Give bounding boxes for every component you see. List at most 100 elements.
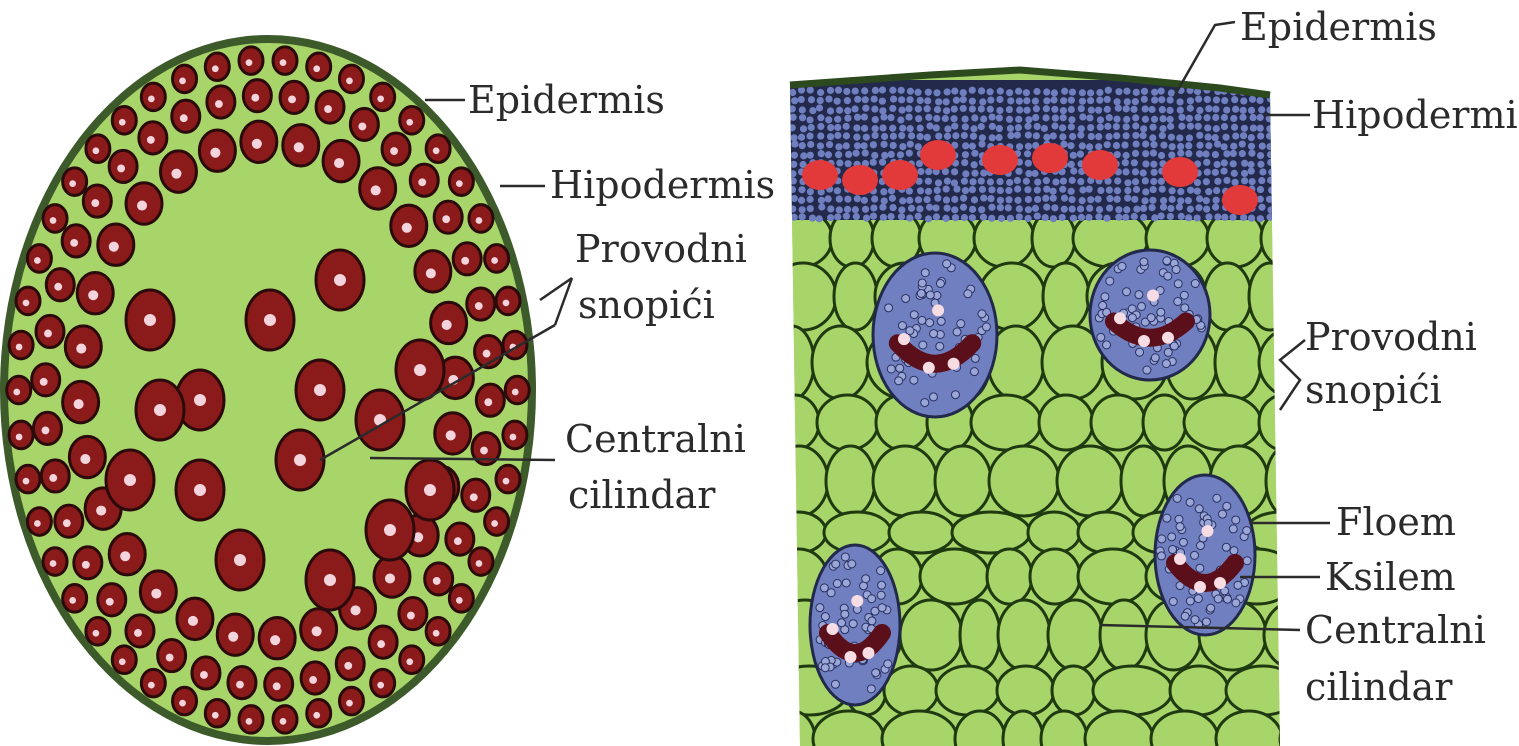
hypodermis-cell xyxy=(1014,197,1021,204)
hypodermis-cell xyxy=(1050,195,1057,202)
parenchyma-cell xyxy=(960,600,1000,670)
hypodermis-cell xyxy=(863,134,870,141)
parenchyma-cell xyxy=(812,326,869,399)
hypodermis-cell xyxy=(852,87,859,94)
hypodermis-cell xyxy=(1158,96,1165,103)
hypodermis-cell xyxy=(887,213,894,220)
hypodermis-cell xyxy=(1229,214,1236,221)
hypodermis-cell xyxy=(818,150,825,157)
phloem-cell xyxy=(1106,277,1114,285)
phloem-cell xyxy=(1169,598,1177,606)
hypodermis-cell xyxy=(1195,114,1202,121)
phloem-cell xyxy=(1157,308,1165,316)
hypodermis-cell xyxy=(827,133,834,140)
hypodermis-cell xyxy=(1025,160,1032,167)
hypodermis-cell xyxy=(1247,161,1254,168)
hypodermis-cell xyxy=(791,152,798,159)
hypodermis-cell xyxy=(1123,88,1130,95)
hypodermis-cell xyxy=(1043,186,1050,193)
phloem-cell xyxy=(936,342,944,350)
hypodermis-cell xyxy=(980,169,987,176)
hypodermis-cell xyxy=(917,133,924,140)
hypodermis-cell xyxy=(1070,152,1077,159)
hypodermis-cell xyxy=(816,215,823,222)
hypodermis-cell xyxy=(1034,212,1041,219)
hypodermis-cell xyxy=(791,195,798,202)
hypodermis-cell xyxy=(1104,96,1111,103)
hypodermis-cell xyxy=(924,196,931,203)
phloem-cell xyxy=(1223,502,1231,510)
hypodermis-cell xyxy=(1257,215,1264,222)
hypodermis-cell xyxy=(969,98,976,105)
hypodermis-cell xyxy=(1140,169,1147,176)
hypodermis-cell xyxy=(1240,107,1247,114)
hypodermis-cell xyxy=(1230,160,1237,167)
phloem-cell xyxy=(1175,515,1183,523)
hypodermis-cell xyxy=(1202,150,1209,157)
hypodermis-cell xyxy=(1196,150,1203,157)
hypodermis-cell xyxy=(916,205,923,212)
hypodermis-cell xyxy=(1275,88,1282,95)
hypodermis-cell xyxy=(1016,205,1023,212)
hypodermis-cell xyxy=(1043,105,1050,112)
hypodermis-cell xyxy=(997,204,1004,211)
parenchyma-cell xyxy=(1039,395,1093,450)
hypodermis-cell xyxy=(1231,124,1238,131)
hypodermis-cell xyxy=(1205,188,1212,195)
hypodermis-cell xyxy=(1213,96,1220,103)
hypodermis-cell xyxy=(836,159,843,166)
hypodermis-cell xyxy=(1185,214,1192,221)
hypodermis-cell xyxy=(1205,142,1212,149)
hypodermis-cell xyxy=(1230,115,1237,122)
hypodermis-cell xyxy=(789,170,796,177)
hypodermis-cell xyxy=(915,213,922,220)
hypodermis-cell xyxy=(1025,206,1032,213)
hypodermis-cell xyxy=(996,134,1003,141)
hypodermis-cell xyxy=(854,142,861,149)
hypodermis-cell xyxy=(799,106,806,113)
phloem-cell xyxy=(1158,535,1166,543)
hypodermis-cell xyxy=(799,213,806,220)
hypodermis-cell xyxy=(1078,125,1085,132)
hypodermis-cell xyxy=(790,177,797,184)
phloem-cell xyxy=(1202,618,1210,626)
hypodermis-cell xyxy=(1077,178,1084,185)
hypodermis-cell xyxy=(1221,123,1228,130)
hypodermis-cell xyxy=(1104,106,1111,113)
hypodermis-cell xyxy=(1169,196,1176,203)
hypodermis-cell xyxy=(1149,197,1156,204)
hypodermis-cell xyxy=(1248,134,1255,141)
label-r-provodni: Provodni xyxy=(1305,315,1477,359)
phloem-cell xyxy=(1143,366,1151,374)
hypodermis-cell xyxy=(1177,150,1184,157)
hypodermis-cell xyxy=(1223,177,1230,184)
hypodermis-cell xyxy=(987,178,994,185)
phloem-cell xyxy=(1243,557,1251,565)
fiber-strand xyxy=(802,160,838,190)
hypodermis-cell xyxy=(1113,132,1120,139)
hypodermis-cell xyxy=(880,214,887,221)
hypodermis-cell xyxy=(889,125,896,132)
phloem-cell xyxy=(1136,348,1144,356)
hypodermis-cell xyxy=(870,141,877,148)
hypodermis-cell xyxy=(1007,125,1014,132)
hypodermis-cell xyxy=(961,178,968,185)
hypodermis-cell xyxy=(889,204,896,211)
hypodermis-cell xyxy=(836,195,843,202)
fiber-strand xyxy=(920,140,956,170)
hypodermis-cell xyxy=(870,204,877,211)
hypodermis-cell xyxy=(935,98,942,105)
hypodermis-cell xyxy=(1121,141,1128,148)
parenchyma-cell xyxy=(1030,549,1080,604)
hypodermis-cell xyxy=(843,88,850,95)
hypodermis-cell xyxy=(1069,177,1076,184)
phloem-cell xyxy=(1164,272,1172,280)
phloem-cell xyxy=(1195,505,1203,513)
hypodermis-cell xyxy=(791,214,798,221)
hypodermis-cell xyxy=(834,124,841,131)
hypodermis-cell xyxy=(880,141,887,148)
hypodermis-cell xyxy=(817,123,824,130)
hypodermis-cell xyxy=(1133,89,1140,96)
hypodermis-cell xyxy=(1060,97,1067,104)
phloem-cell xyxy=(1176,523,1184,531)
